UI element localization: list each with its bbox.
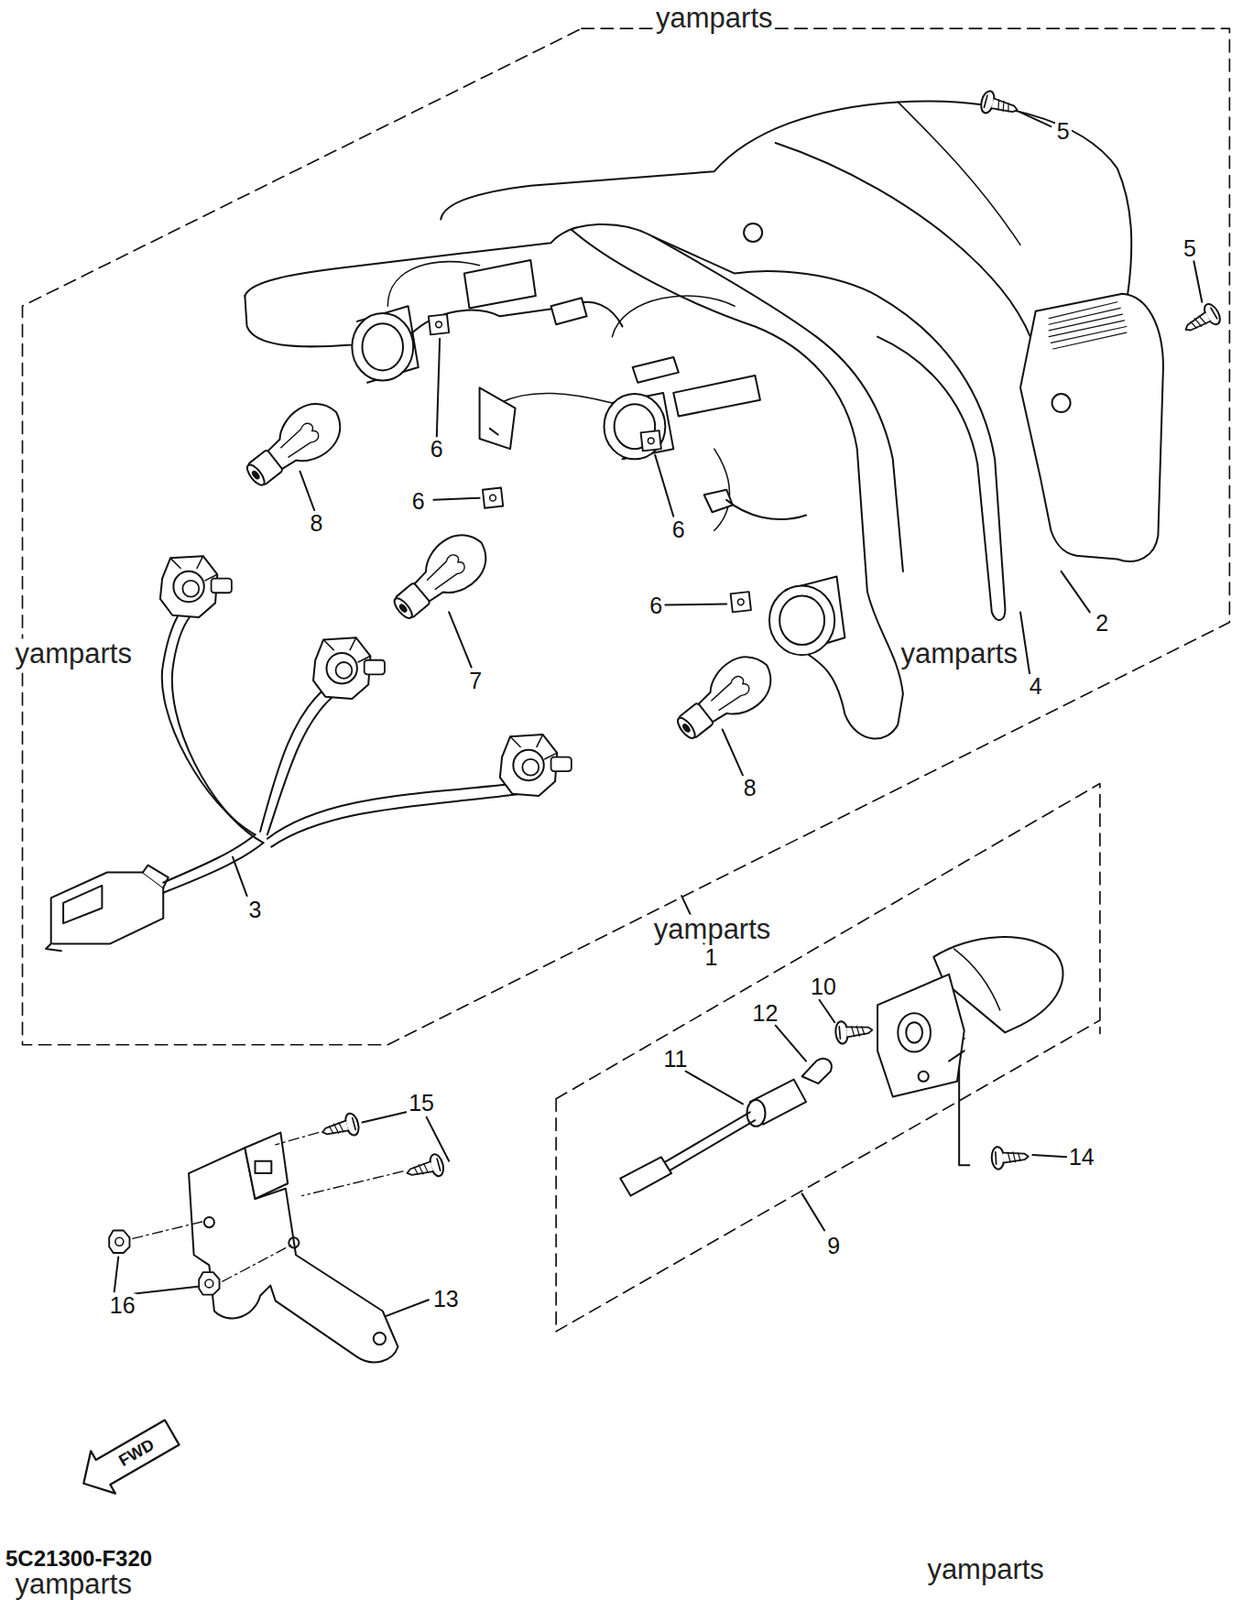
watermark: yamparts — [12, 638, 133, 667]
callout-number: 5 — [1181, 236, 1199, 260]
callout-number: 8 — [307, 512, 325, 535]
callout-number: 12 — [751, 1002, 781, 1025]
callout-number: 6 — [410, 489, 427, 513]
callout-number: 2 — [1093, 610, 1111, 634]
watermark: yamparts — [898, 638, 1019, 667]
watermark: yamparts — [925, 1555, 1046, 1584]
callout-number: 4 — [1027, 674, 1045, 698]
direction-label: FWD — [114, 1435, 159, 1471]
callout-number: 11 — [661, 1047, 689, 1071]
callout-number: 14 — [1067, 1145, 1097, 1169]
callout-number: 10 — [808, 975, 839, 999]
callout-number: 1 — [703, 945, 720, 969]
callout-number: 8 — [741, 776, 759, 800]
callout-number: 13 — [431, 1287, 461, 1311]
callout-number: 6 — [647, 593, 665, 617]
callout-number: 3 — [247, 897, 264, 921]
callout-number: 9 — [825, 1234, 842, 1258]
callout-number: 6 — [670, 518, 687, 542]
callout-number: 7 — [467, 669, 484, 693]
watermark: yamparts — [12, 1568, 133, 1598]
callout-number: 6 — [428, 437, 446, 461]
callout-number: 15 — [406, 1091, 436, 1115]
watermark: yamparts — [652, 914, 773, 943]
callout-number: 16 — [108, 1293, 138, 1317]
callout-number: 5 — [1055, 119, 1072, 142]
watermark: yamparts — [653, 2, 774, 32]
diagram-code: 5C21300-F320 — [3, 1547, 154, 1570]
